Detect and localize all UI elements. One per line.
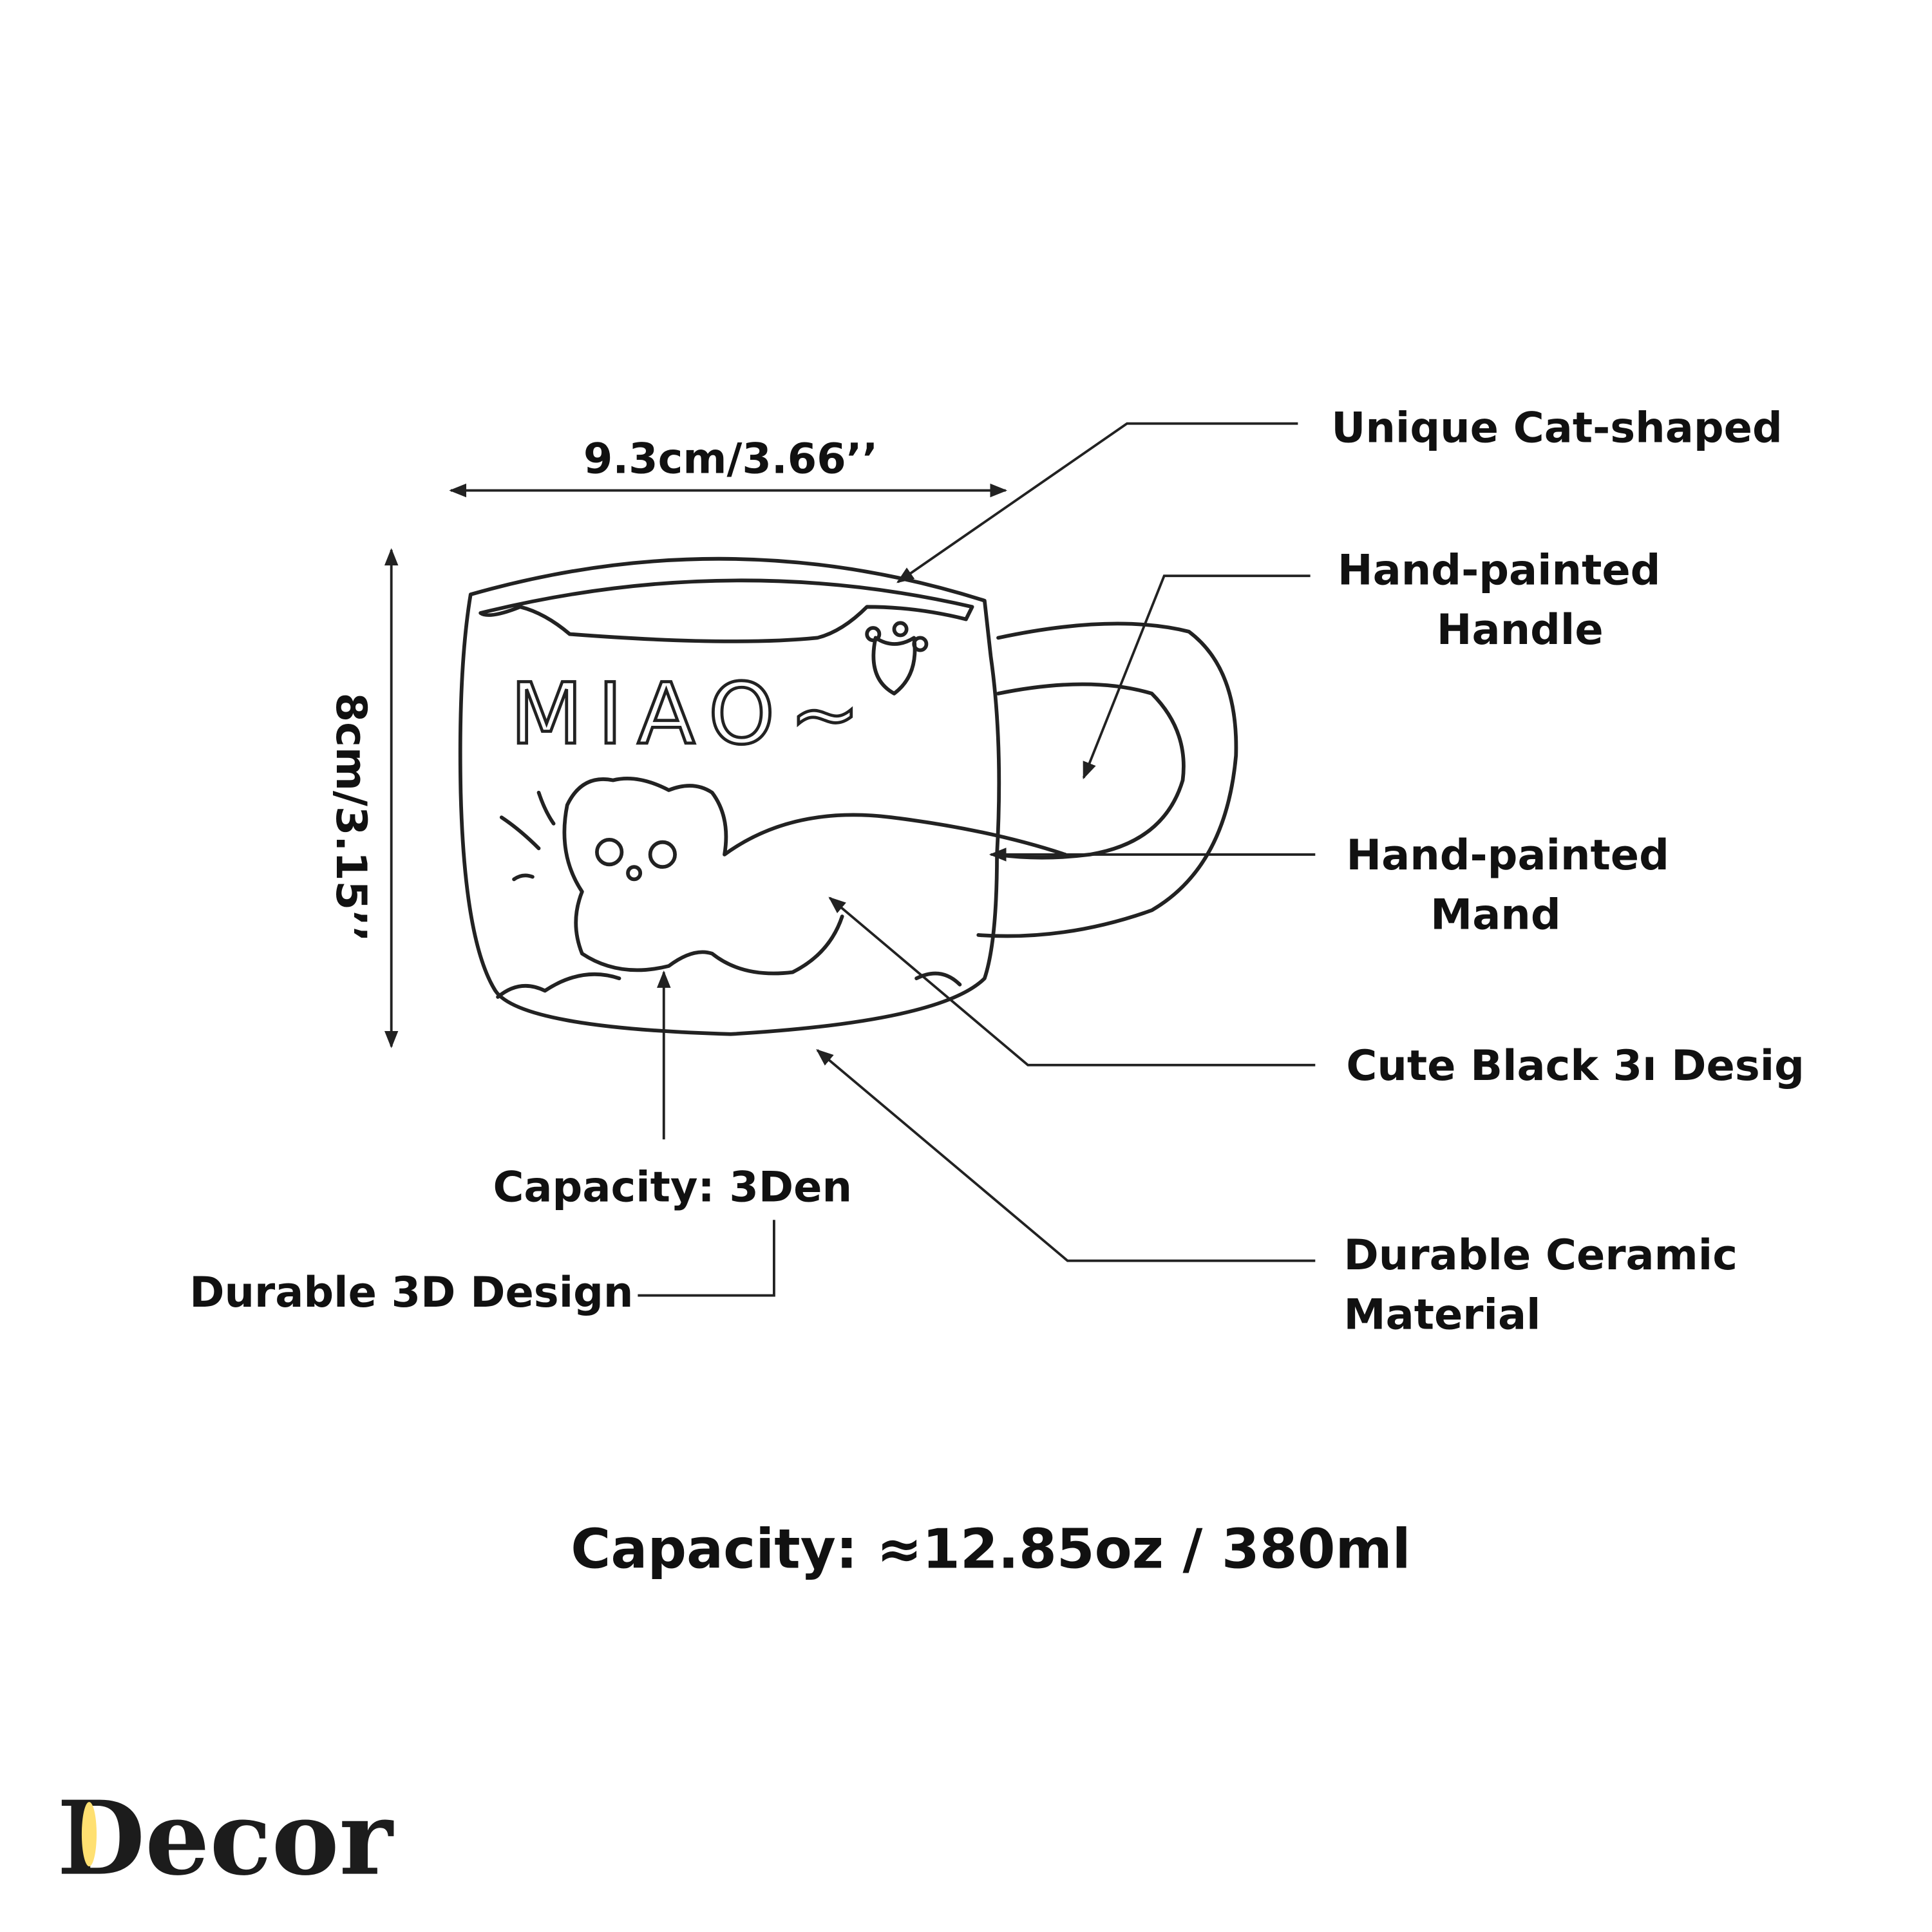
callout-durable-3d: Durable 3D Design <box>189 1268 633 1317</box>
callout-ceramic-line1: Durable Ceramic <box>1344 1231 1738 1280</box>
leader-line-cat-shaped <box>896 422 1298 583</box>
leader-line-3d-design <box>828 896 1316 1066</box>
brand-logo: Decor <box>57 1779 393 1899</box>
callout-handle-line2: Handle <box>1437 605 1604 654</box>
brand-logo-text: Decor <box>57 1779 393 1899</box>
callout-mand-line1: Hand-painted <box>1346 831 1669 880</box>
callout-ceramic-line2: Material <box>1344 1290 1541 1339</box>
callout-handle-line1: Hand-painted <box>1338 546 1661 595</box>
mug-illustration: MIAO~ <box>458 556 1238 1036</box>
width-label: 9.3cm/3.66’’ <box>583 435 878 484</box>
callout-3d-design: Cute Black 3ı Desig <box>1346 1041 1804 1090</box>
leader-line-handle <box>1082 574 1311 780</box>
leader-line-durable-3d <box>638 1220 775 1297</box>
callout-capacity-short: Capacity: 3Den <box>493 1162 852 1211</box>
callout-mand-line2: Mand <box>1430 890 1561 939</box>
brand-logo-accent <box>81 1802 97 1867</box>
capacity-text: Capacity: ≈12.85oz / 380ml <box>571 1517 1410 1581</box>
mug-miao-lettering: MIAO~ <box>510 665 875 763</box>
leader-line-ceramic <box>816 1049 1316 1262</box>
callout-cat-shaped: Unique Cat-shaped <box>1331 404 1782 453</box>
height-label: 8cm/3.15’’ <box>327 693 375 942</box>
